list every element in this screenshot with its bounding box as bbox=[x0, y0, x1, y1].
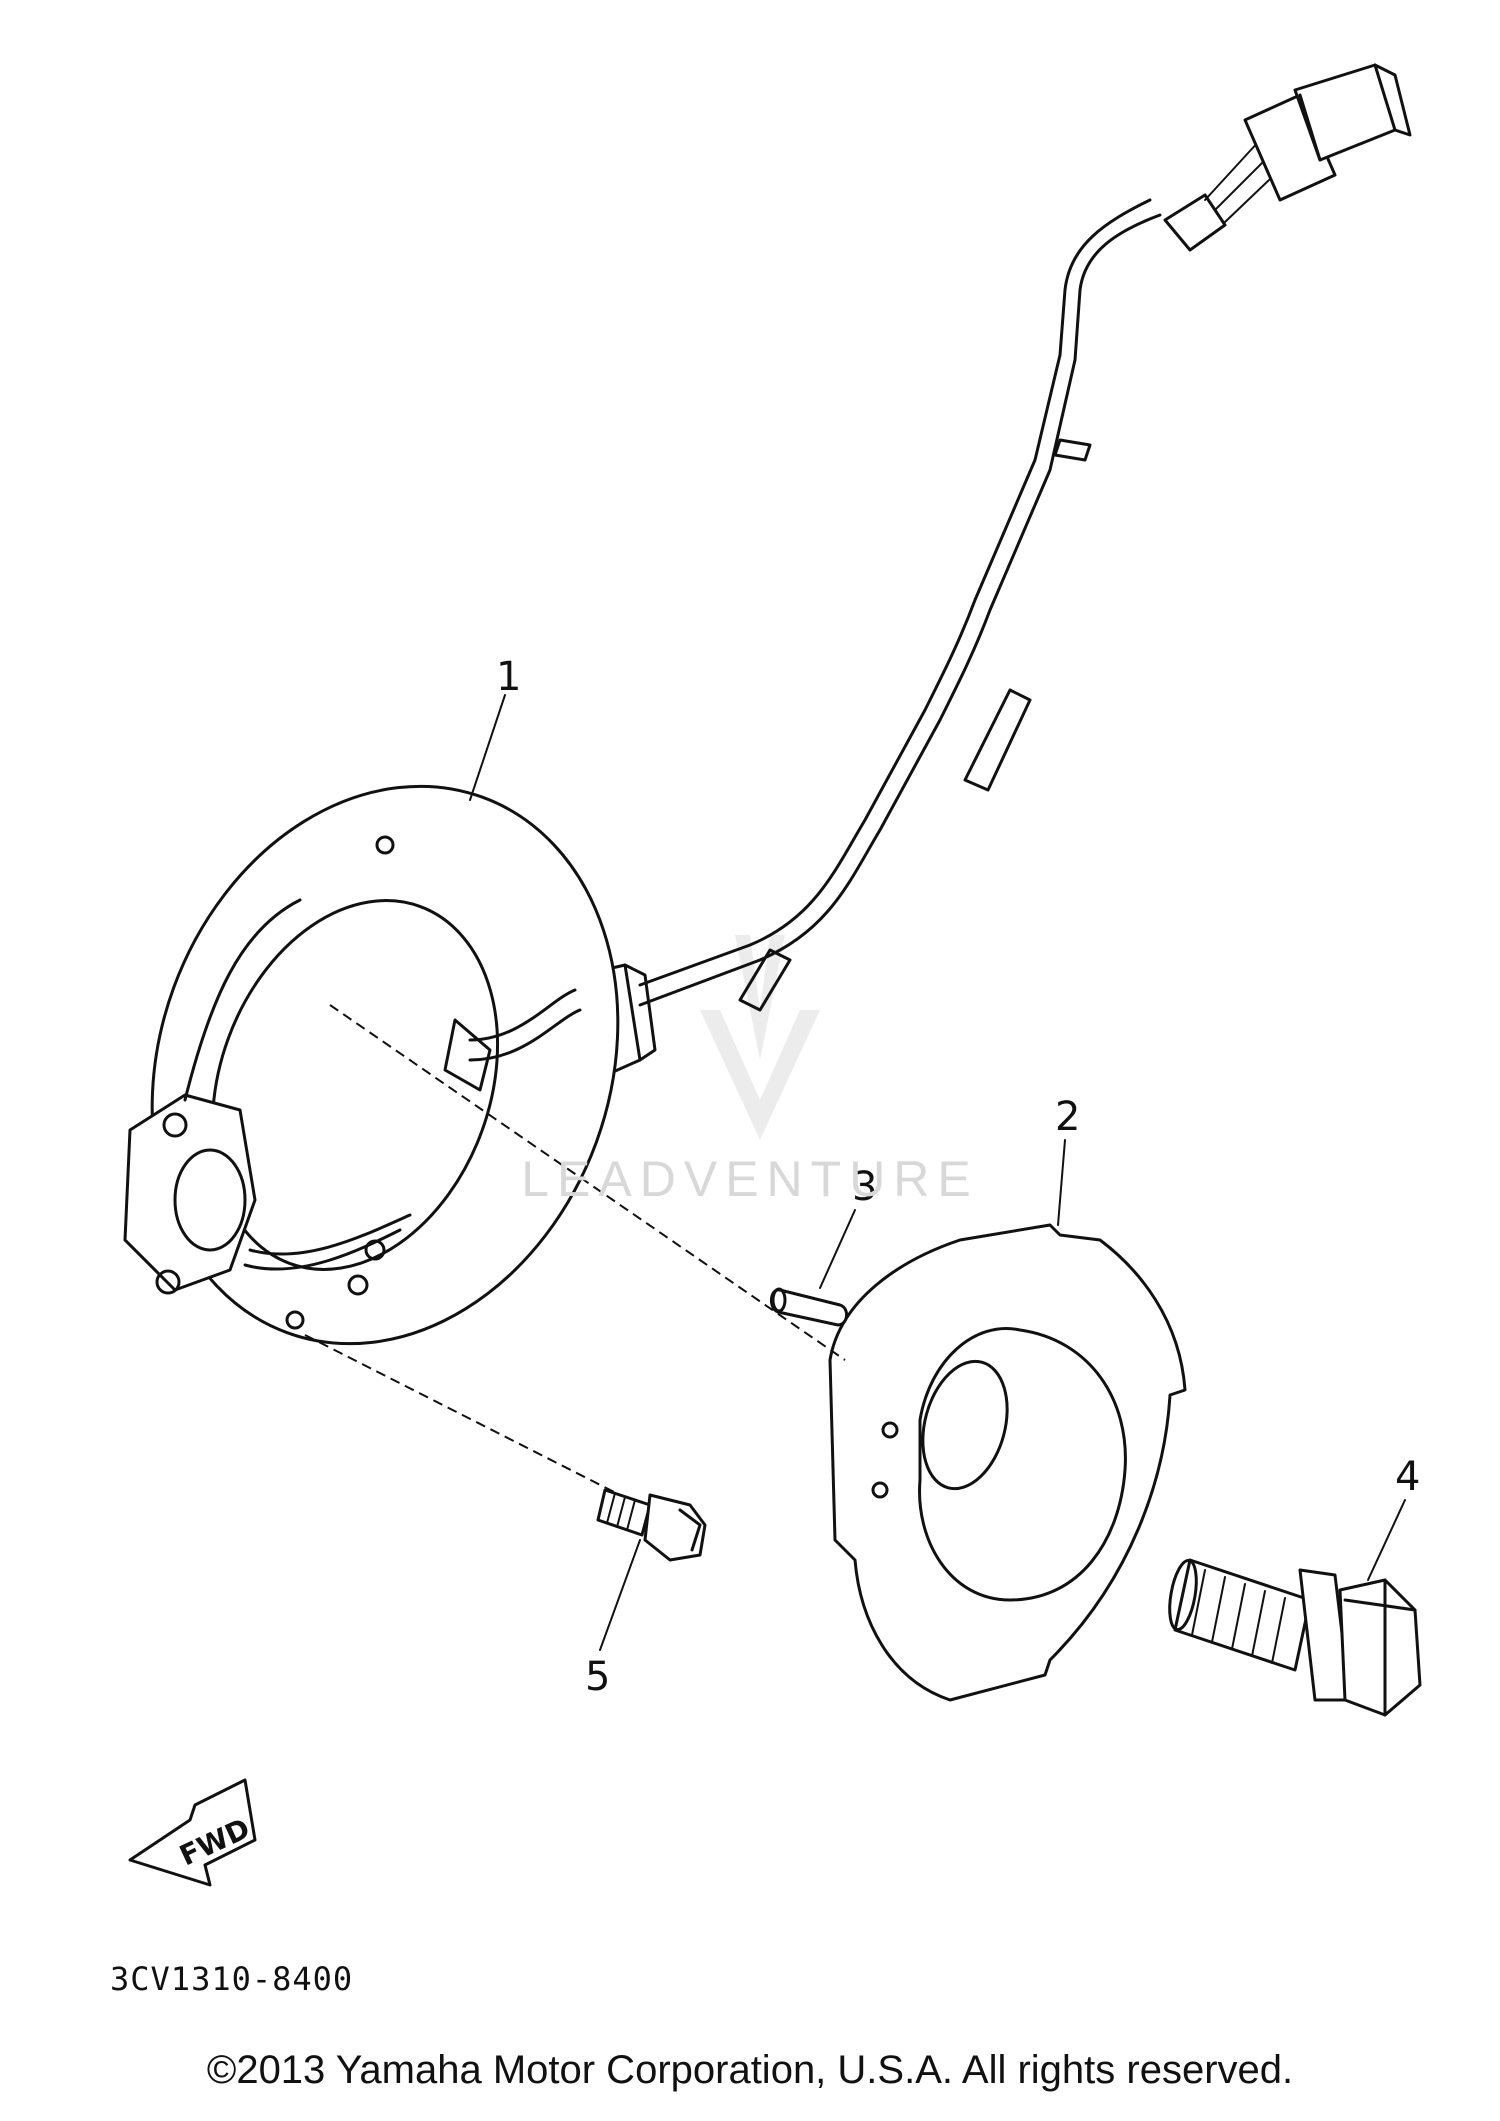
alignment-line-screw bbox=[304, 1334, 621, 1496]
leader-line-5 bbox=[599, 1539, 641, 1651]
connector-cable bbox=[558, 63, 1412, 1082]
fwd-arrow-icon: FWD bbox=[128, 1778, 257, 1887]
stator-screw bbox=[596, 1488, 707, 1562]
callout-5: 5 bbox=[585, 1654, 610, 1700]
leader-line-3 bbox=[819, 1209, 856, 1289]
diagram-code: 3CV1310-8400 bbox=[110, 1960, 354, 1998]
callout-4: 4 bbox=[1395, 1454, 1420, 1500]
copyright-text: ©2013 Yamaha Motor Corporation, U.S.A. A… bbox=[206, 2048, 1294, 2092]
callout-2: 2 bbox=[1055, 1094, 1080, 1140]
dowel-pin bbox=[770, 1287, 848, 1327]
callout-1: 1 bbox=[496, 654, 521, 700]
watermark-text: LEADVENTURE bbox=[521, 1151, 979, 1207]
rotor-bolt bbox=[1168, 1558, 1422, 1717]
leader-line-4 bbox=[1367, 1499, 1406, 1581]
stator-plate bbox=[123, 784, 620, 1346]
leader-line-1 bbox=[469, 694, 506, 801]
leader-line-2 bbox=[1057, 1139, 1066, 1226]
alignment-line-plate-rotor bbox=[329, 1004, 846, 1361]
rotor-plate bbox=[828, 1223, 1187, 1702]
callout-3: 3 bbox=[852, 1164, 877, 1210]
